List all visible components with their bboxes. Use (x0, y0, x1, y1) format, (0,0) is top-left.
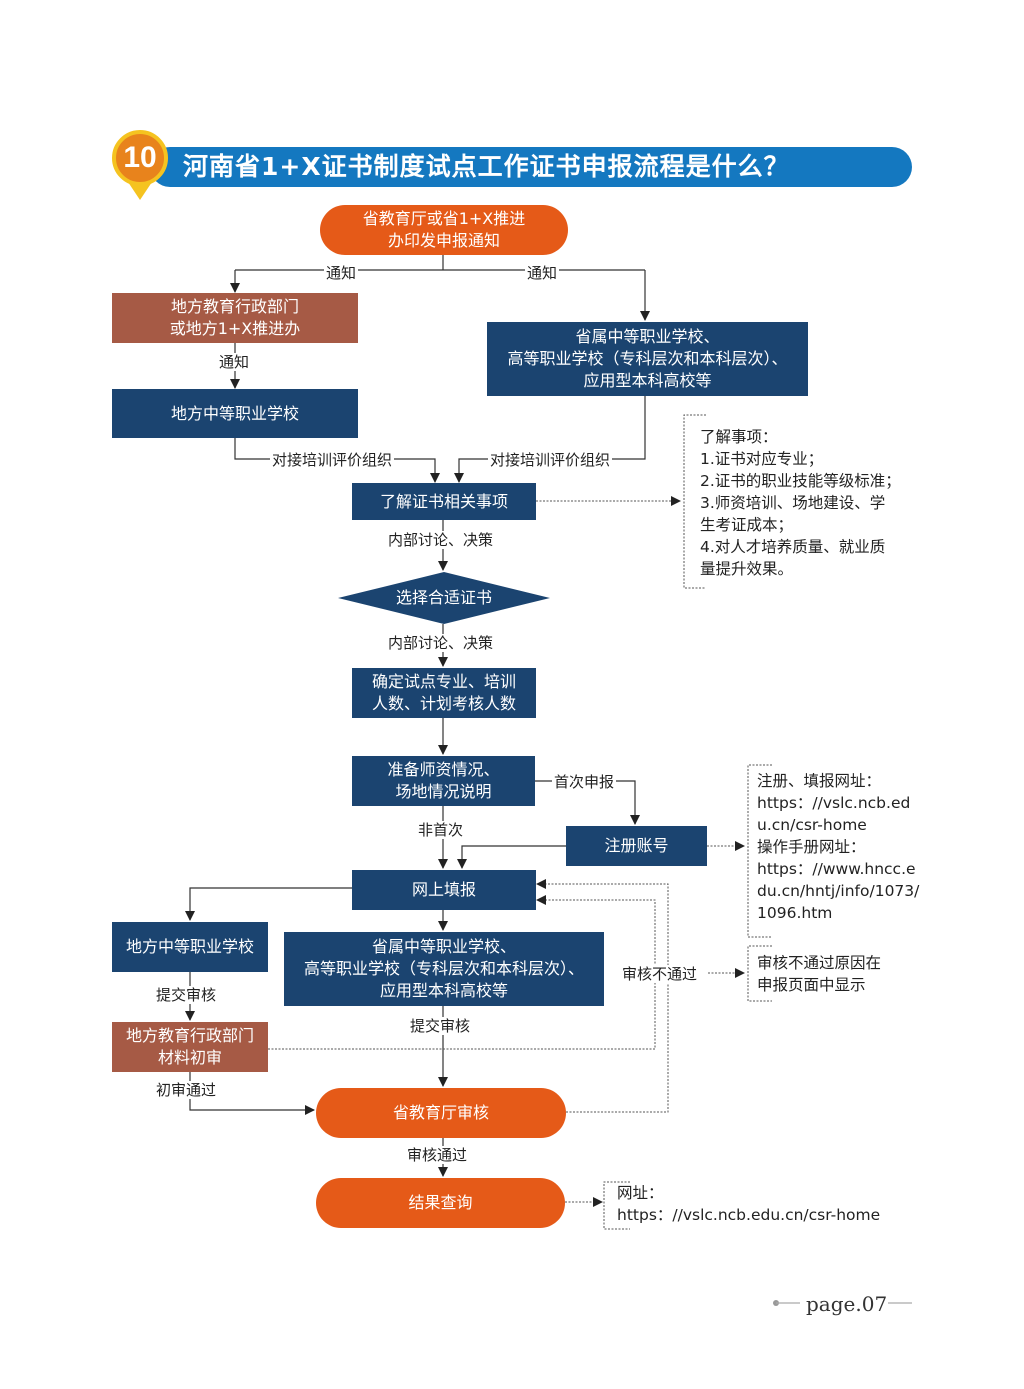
node-start: 省教育厅或省1+X推进 办印发申报通知 (320, 205, 568, 255)
edge-start-split (235, 255, 645, 271)
node-determine: 确定试点专业、培训 人数、计划考核人数 (352, 668, 536, 718)
footer-rule (773, 1300, 912, 1306)
label-connect-right: 对接培训评价组织 (488, 451, 613, 469)
bracket-result (603, 1181, 630, 1230)
node-prepare: 准备师资情况、 场地情况说明 (352, 756, 535, 806)
node-local-admin-review: 地方教育行政部门 材料初审 (112, 1022, 268, 1072)
note-fail-reason: 审核不通过原因在 申报页面中显示 (757, 954, 882, 994)
note-matters: 了解事项： 1.证书对应专业； 2.证书的职业技能等级标准； 3.师资培训、场地… (700, 428, 901, 578)
badge-pin-tip (128, 182, 152, 200)
label-submit-left: 提交审核 (154, 986, 219, 1004)
node-register: 注册账号 (566, 826, 707, 866)
note-result-url: 网址： https：//vslc.ncb.edu.cn/csr-home (617, 1184, 881, 1224)
node-province-review: 省教育厅审核 (316, 1088, 566, 1138)
label-notify-down: 通知 (217, 353, 252, 371)
node-online-fill: 网上填报 (352, 870, 536, 910)
note-register-urls: 注册、填报网址： https：//vslc.ncb.ed u.cn/csr-ho… (757, 772, 920, 922)
label-notify-right: 通知 (525, 264, 560, 282)
bracket-urls (747, 764, 772, 938)
label-pass: 审核通过 (405, 1146, 470, 1164)
node-result-query: 结果查询 (316, 1178, 565, 1228)
label-fail: 审核不通过 (620, 965, 700, 983)
node-choose-cert-shape (338, 572, 550, 624)
page-number: page.07 (806, 1292, 888, 1316)
label-connect-left: 对接培训评价组织 (270, 451, 395, 469)
edge-register-to-online (457, 845, 566, 869)
edge-online-to-local-school (185, 887, 352, 921)
node-local-school-2: 地方中等职业学校 (112, 922, 268, 972)
page-title: 河南省1+X证书制度试点工作证书申报流程是什么？ (183, 152, 790, 181)
bracket-fail (747, 945, 772, 1002)
label-first-time: 首次申报 (552, 773, 617, 791)
edge-provincial-to-learn (454, 396, 646, 483)
label-prelim-pass: 初审通过 (154, 1081, 219, 1099)
node-provincial-schools-2: 省属中等职业学校、 高等职业学校（专科层次和本科层次）、 应用型本科高校等 (284, 932, 604, 1006)
question-number-badge: 10 (112, 130, 168, 186)
label-discuss-1: 内部讨论、决策 (386, 531, 496, 549)
label-notify-left: 通知 (324, 264, 359, 282)
label-not-first: 非首次 (416, 821, 466, 839)
node-local-admin: 地方教育行政部门 或地方1+X推进办 (112, 293, 358, 343)
edge-review-fail-loop (536, 879, 669, 1113)
node-provincial-schools: 省属中等职业学校、 高等职业学校（专科层次和本科层次）、 应用型本科高校等 (487, 322, 808, 396)
node-choose-cert: 选择合适证书 (395, 588, 492, 607)
node-learn-matters: 了解证书相关事项 (352, 483, 536, 520)
bracket-matters (683, 414, 706, 589)
edge-admin-fail-loop (268, 895, 656, 1050)
label-discuss-2: 内部讨论、决策 (386, 634, 496, 652)
node-local-school: 地方中等职业学校 (112, 389, 358, 438)
title-bar (150, 147, 912, 187)
label-submit-center: 提交审核 (408, 1017, 473, 1035)
